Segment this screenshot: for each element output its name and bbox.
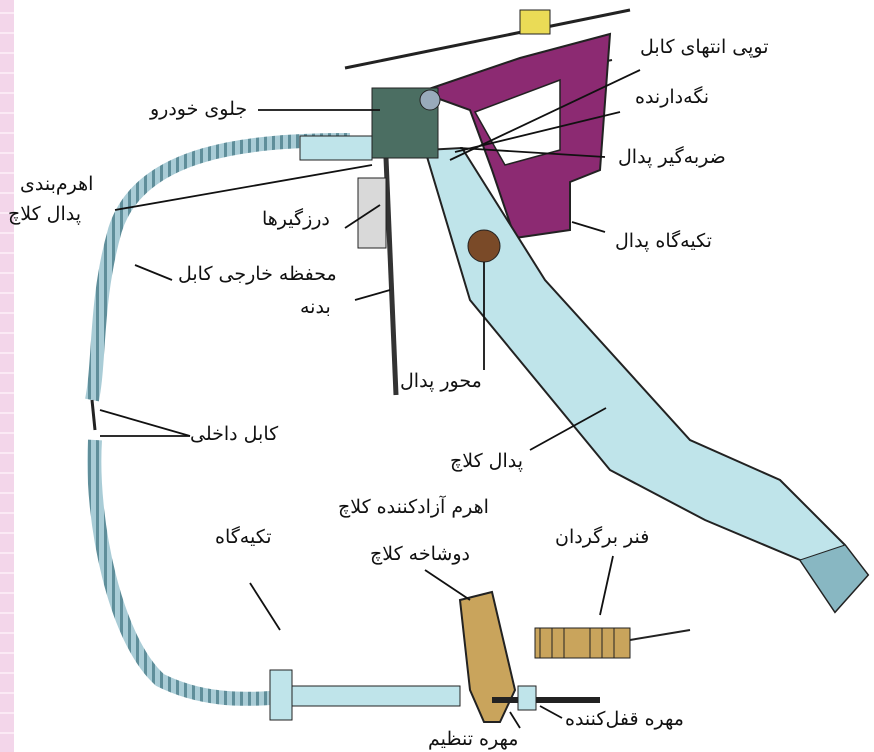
label-adjusting-nut: مهره تنظیم xyxy=(428,730,518,749)
label-return-spring: فنر برگردان xyxy=(555,528,649,547)
return-spring xyxy=(535,628,690,658)
label-outer-cable-housing: محفظه خارجی کابل xyxy=(178,265,337,284)
label-cable-end-ball: توپی انتهای کابل xyxy=(640,38,769,57)
label-pedal-linkage-2: پدال کلاچ xyxy=(8,205,81,224)
lock-nut xyxy=(518,686,536,710)
label-support: تکیه‌گاه xyxy=(215,528,272,547)
label-holder: نگه‌دارنده xyxy=(635,88,709,107)
label-pedal-stopper: ضربه‌گیر پدال xyxy=(618,148,726,167)
label-clutch-pedal: پدال کلاچ xyxy=(450,452,523,471)
label-lock-nut: مهره قفل‌کننده xyxy=(565,710,684,729)
label-release-lever: اهرم آزادکننده کلاچ xyxy=(338,498,489,517)
label-pedal-bracket: تکیه‌گاه پدال xyxy=(615,232,712,251)
support xyxy=(270,670,292,720)
pedal-pivot xyxy=(468,230,500,262)
label-body: بدنه xyxy=(300,298,331,317)
lower-cable-housing xyxy=(94,440,270,699)
label-vehicle-front: جلوی خودرو xyxy=(150,100,247,119)
pedal-linkage-cluster xyxy=(358,88,440,248)
label-pedal-pivot: محور پدال xyxy=(400,372,482,391)
label-clutch-fork: دوشاخه کلاچ xyxy=(370,545,470,564)
label-grommets: درزگیرها xyxy=(262,210,330,229)
inner-cable xyxy=(92,400,95,430)
label-pedal-linkage-1: اهرم‌بندی xyxy=(20,175,93,194)
label-inner-cable: کابل داخلی xyxy=(190,425,278,444)
